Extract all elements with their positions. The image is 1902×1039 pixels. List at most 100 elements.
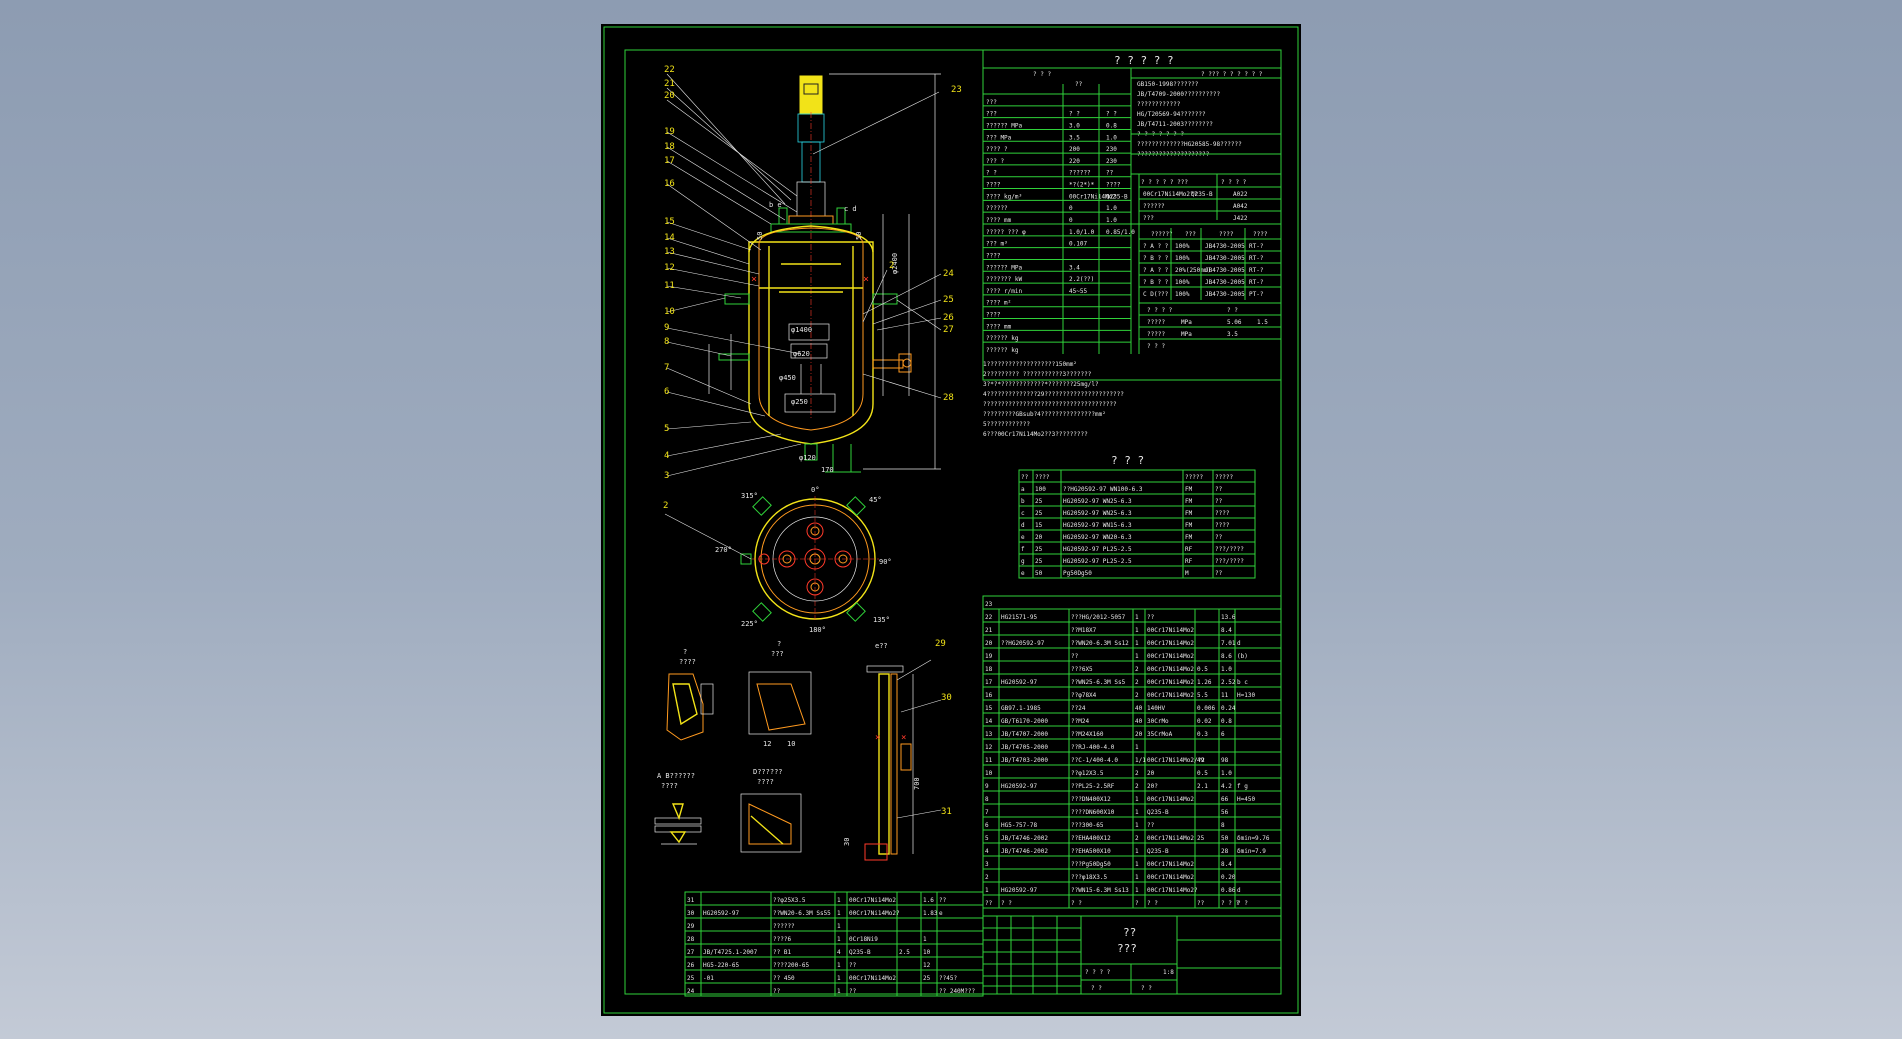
tech-row-label: ??? m³ bbox=[986, 241, 1008, 248]
bom-cell: d bbox=[1237, 887, 1241, 894]
ndt-row: ? B ? ? bbox=[1143, 255, 1169, 262]
ndt-row: 20%(250mm) bbox=[1175, 267, 1211, 274]
bom-cell: ???300-65 bbox=[1071, 822, 1104, 829]
bom2-cell: 29 bbox=[687, 923, 695, 930]
bom2-cell: 4 bbox=[837, 949, 841, 956]
bom-cell: ??RJ-400-4.0 bbox=[1071, 744, 1115, 751]
bom-cell: ??φ12X3.5 bbox=[1071, 770, 1104, 777]
svg-text:10: 10 bbox=[787, 740, 795, 748]
weld-row-b: Q235-B bbox=[1191, 191, 1213, 198]
bom-cell: 1.0 bbox=[1221, 770, 1232, 777]
bom-cell: 2 bbox=[1135, 692, 1139, 699]
svg-text:28: 28 bbox=[943, 393, 954, 403]
bom-cell: 11 bbox=[1221, 692, 1229, 699]
bom-header-cell: ? ? bbox=[1147, 900, 1158, 907]
nozzle-cell: ???? bbox=[1215, 510, 1230, 517]
ndt-row: PT-? bbox=[1249, 291, 1264, 298]
bom-cell: 3 bbox=[985, 861, 989, 868]
svg-text:? ??? ? ? ? ? ? ?: ? ??? ? ? ? ? ? ? bbox=[1201, 71, 1263, 78]
bom-cell: 21 bbox=[985, 627, 993, 634]
bom-header-cell: ?? bbox=[1197, 900, 1205, 907]
bom-cell: 1.0 bbox=[1221, 666, 1232, 673]
bom-cell: 1 bbox=[1135, 796, 1139, 803]
svg-text:????: ???? bbox=[757, 778, 774, 786]
bom-cell: ??24 bbox=[1071, 705, 1086, 712]
bom2-cell: 1.83 bbox=[923, 910, 938, 917]
bom-cell: 8.4 bbox=[1221, 861, 1232, 868]
tech-row-val2: ? ? bbox=[1106, 111, 1117, 118]
bom-cell: 0.8 bbox=[1221, 718, 1232, 725]
bom-cell: 2.52 bbox=[1221, 679, 1236, 686]
bom2-cell: ?????? bbox=[773, 923, 795, 930]
svg-text:e??: e?? bbox=[875, 642, 888, 650]
svg-text:135°: 135° bbox=[873, 616, 890, 624]
bom-cell: 140HV bbox=[1147, 705, 1165, 712]
standard-line: JB/T4709-2000?????????? bbox=[1137, 91, 1220, 98]
svg-text:?: ? bbox=[777, 640, 781, 648]
bom2-cell: ?? 240M??? bbox=[939, 988, 976, 995]
tech-row-label: ???? mm bbox=[986, 323, 1012, 330]
motor-mark bbox=[803, 83, 819, 95]
bom-header-cell: ? ? bbox=[1071, 900, 1082, 907]
svg-text:2: 2 bbox=[889, 261, 894, 271]
bom-cell: δmin=9.76 bbox=[1237, 835, 1270, 842]
test-row: ? ? ? ? bbox=[1147, 307, 1173, 314]
tech-row-val2: 0.8 bbox=[1106, 122, 1117, 129]
bom-cell: 13.6 bbox=[1221, 614, 1236, 621]
bom-cell: 19 bbox=[985, 653, 993, 660]
dim-cd: c d bbox=[844, 205, 857, 213]
dim-phi1400: φ1400 bbox=[791, 326, 812, 334]
bom2-cell: 1 bbox=[923, 936, 927, 943]
bom-cell: 5 bbox=[985, 835, 989, 842]
ndt-row: 100% bbox=[1175, 291, 1190, 298]
weld-header: ? ? ? ? ? ??? bbox=[1141, 179, 1188, 186]
bom-cell: ??M24 bbox=[1071, 718, 1089, 725]
svg-text:8: 8 bbox=[664, 337, 669, 347]
svg-text:27: 27 bbox=[943, 325, 954, 335]
nozzle-cell: ???/???? bbox=[1215, 546, 1244, 553]
tech-row-val2: 230 bbox=[1106, 158, 1117, 165]
tech-row-label: ???? mm bbox=[986, 217, 1012, 224]
svg-text:19: 19 bbox=[664, 127, 675, 137]
bom-cell: 49 bbox=[1197, 757, 1205, 764]
bom-cell: 13 bbox=[985, 731, 993, 738]
ndt-row: 100% bbox=[1175, 243, 1190, 250]
bom2-cell: 25 bbox=[923, 975, 931, 982]
svg-text:5: 5 bbox=[664, 424, 669, 434]
bom-cell: 00Cr17Ni14Mo2 bbox=[1147, 874, 1194, 881]
bom-cell: 50 bbox=[1221, 835, 1229, 842]
tech-row-val1: 200 bbox=[1069, 146, 1080, 153]
weld-row-a: 00Cr17Ni14Mo2?? bbox=[1143, 191, 1198, 198]
tech-row-label: ??? MPa bbox=[986, 134, 1012, 141]
tech-row-label: ??? bbox=[986, 99, 997, 106]
svg-text:2: 2 bbox=[663, 501, 668, 511]
tech-row-val1: 3.0 bbox=[1069, 122, 1080, 129]
bom-cell: 10 bbox=[985, 770, 993, 777]
top-cover bbox=[770, 223, 852, 233]
ndt-row: JB4730-2005 bbox=[1205, 243, 1245, 250]
tech-row-val1: 0 bbox=[1069, 217, 1073, 224]
tech-row-label: ?????? kg bbox=[986, 347, 1019, 354]
svg-text:9: 9 bbox=[664, 323, 669, 333]
dim-be: b e bbox=[769, 201, 782, 209]
bom2-cell: ????6 bbox=[773, 936, 791, 943]
vessel-plan-view: 0° 45° 90° 135° 180° 225° 270° 315° 2 bbox=[663, 486, 892, 634]
bom-cell: 00Cr17Ni14Mo2 bbox=[1147, 666, 1194, 673]
svg-text:×: × bbox=[901, 733, 906, 743]
test-row: MPa bbox=[1181, 319, 1192, 326]
tech-row-label: ??? bbox=[986, 111, 997, 118]
bom-cell: HG20592-97 bbox=[1001, 783, 1038, 790]
bom-cell: 00Cr17Ni14Mo2 bbox=[1147, 627, 1194, 634]
bom-cell: 0.86 bbox=[1221, 887, 1236, 894]
test-row: 5.06 bbox=[1227, 319, 1242, 326]
svg-text:24: 24 bbox=[943, 269, 954, 279]
tech-row-label: ???? ? bbox=[986, 146, 1008, 153]
weld-row-c: A042 bbox=[1233, 203, 1248, 210]
standard-line: ?????????????HG20585-98?????? bbox=[1137, 141, 1242, 148]
dim-50b: 50 bbox=[855, 232, 863, 240]
bom-cell: 1 bbox=[1135, 640, 1139, 647]
svg-text:3: 3 bbox=[664, 471, 669, 481]
bom-cell: 2 bbox=[1135, 679, 1139, 686]
nozzle-cell: FM bbox=[1185, 534, 1193, 541]
bom2-cell: 00Cr17Ni14Mo2? bbox=[849, 910, 900, 917]
